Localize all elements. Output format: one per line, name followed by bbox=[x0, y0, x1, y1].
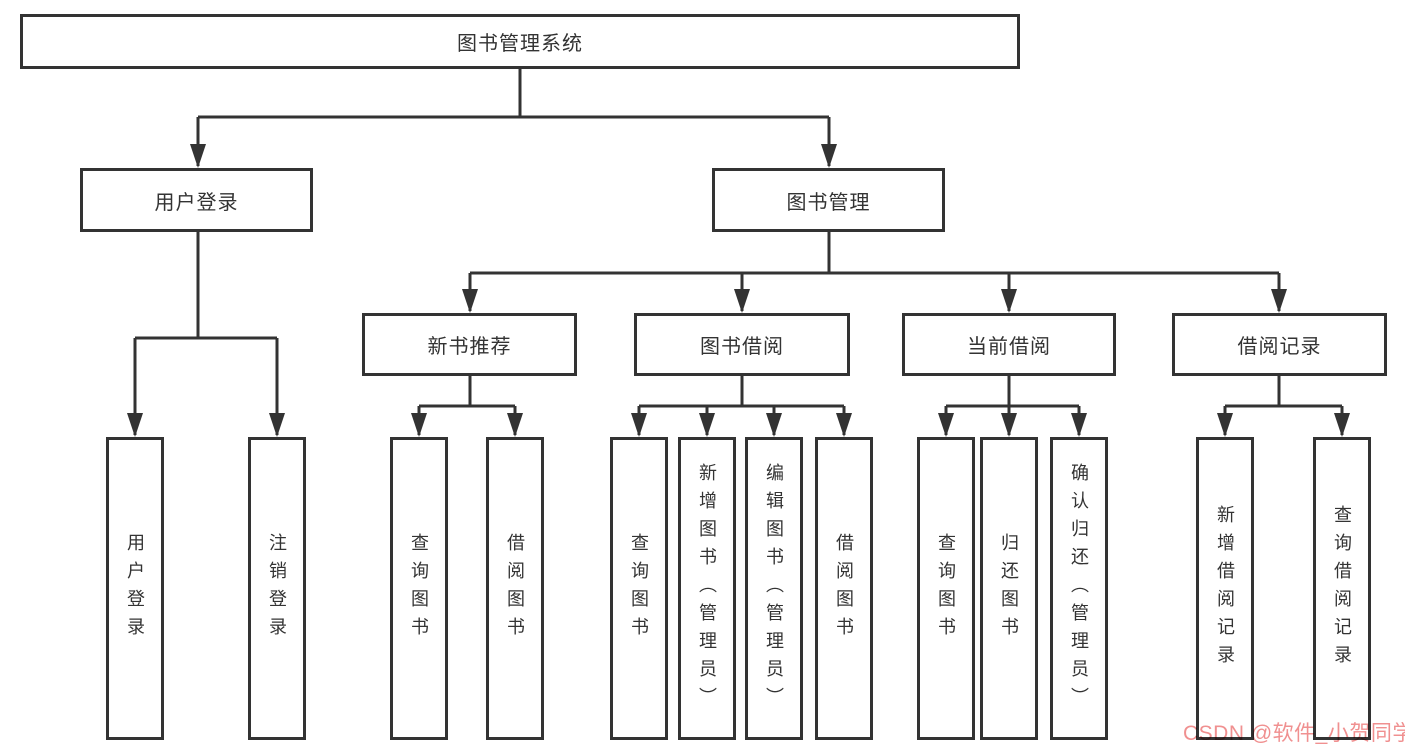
leaf-edit-books-admin: 编辑图书（管理员） bbox=[745, 437, 803, 740]
leaf-label: 借阅图书 bbox=[834, 532, 854, 645]
node-book-management: 图书管理 bbox=[712, 168, 945, 232]
leaf-borrow-books: 借阅图书 bbox=[815, 437, 873, 740]
connector-borrow-to-leaves bbox=[631, 376, 852, 437]
node-book-borrowing: 图书借阅 bbox=[634, 313, 850, 376]
node-label: 当前借阅 bbox=[967, 336, 1051, 358]
leaf-return-books: 归还图书 bbox=[980, 437, 1038, 740]
leaf-label: 用户登录 bbox=[125, 532, 145, 645]
node-label: 图书借阅 bbox=[700, 336, 784, 358]
leaf-label: 确认归还（管理员） bbox=[1069, 462, 1089, 715]
node-user-login: 用户登录 bbox=[80, 168, 313, 232]
leaf-label: 注销登录 bbox=[267, 532, 287, 645]
node-label: 借阅记录 bbox=[1237, 336, 1322, 358]
connector-root-to-level2 bbox=[190, 69, 837, 168]
leaf-borrow-books-recommend: 借阅图书 bbox=[486, 437, 544, 740]
leaf-label: 查询图书 bbox=[936, 532, 956, 645]
leaf-label: 借阅图书 bbox=[505, 532, 525, 645]
leaf-confirm-return-admin: 确认归还（管理员） bbox=[1050, 437, 1108, 740]
leaf-label: 查询借阅记录 bbox=[1332, 504, 1352, 673]
connector-records-to-leaves bbox=[1217, 376, 1350, 437]
leaf-label: 查询图书 bbox=[409, 532, 429, 645]
leaf-label: 新增借阅记录 bbox=[1215, 504, 1235, 673]
connector-current-to-leaves bbox=[938, 376, 1087, 437]
node-library-management-system: 图书管理系统 bbox=[20, 14, 1020, 69]
leaf-label: 编辑图书（管理员） bbox=[764, 462, 784, 715]
node-label: 新书推荐 bbox=[427, 336, 512, 358]
leaf-query-books-recommend: 查询图书 bbox=[390, 437, 448, 740]
node-label: 用户登录 bbox=[154, 191, 239, 214]
leaf-label: 归还图书 bbox=[999, 532, 1019, 645]
csdn-watermark: CSDN @软件_小贺同学 bbox=[1183, 722, 1405, 745]
leaf-query-books-current: 查询图书 bbox=[917, 437, 975, 740]
leaf-label: 新增图书（管理员） bbox=[697, 462, 717, 715]
connector-userlogin-to-leaves bbox=[127, 232, 285, 437]
leaf-label: 查询图书 bbox=[629, 532, 649, 645]
leaf-add-borrow-record: 新增借阅记录 bbox=[1196, 437, 1254, 740]
node-label: 图书管理系统 bbox=[457, 33, 583, 55]
connector-bookmgmt-to-level3 bbox=[462, 232, 1287, 313]
leaf-logout: 注销登录 bbox=[248, 437, 306, 740]
node-new-book-recommend: 新书推荐 bbox=[362, 313, 577, 376]
leaf-add-books-admin: 新增图书（管理员） bbox=[678, 437, 736, 740]
node-current-borrowing: 当前借阅 bbox=[902, 313, 1116, 376]
connector-newrec-to-leaves bbox=[411, 376, 523, 437]
leaf-query-books-borrow: 查询图书 bbox=[610, 437, 668, 740]
leaf-query-borrow-record: 查询借阅记录 bbox=[1313, 437, 1371, 740]
node-label: 图书管理 bbox=[786, 191, 871, 214]
node-borrowing-records: 借阅记录 bbox=[1172, 313, 1387, 376]
leaf-user-login: 用户登录 bbox=[106, 437, 164, 740]
